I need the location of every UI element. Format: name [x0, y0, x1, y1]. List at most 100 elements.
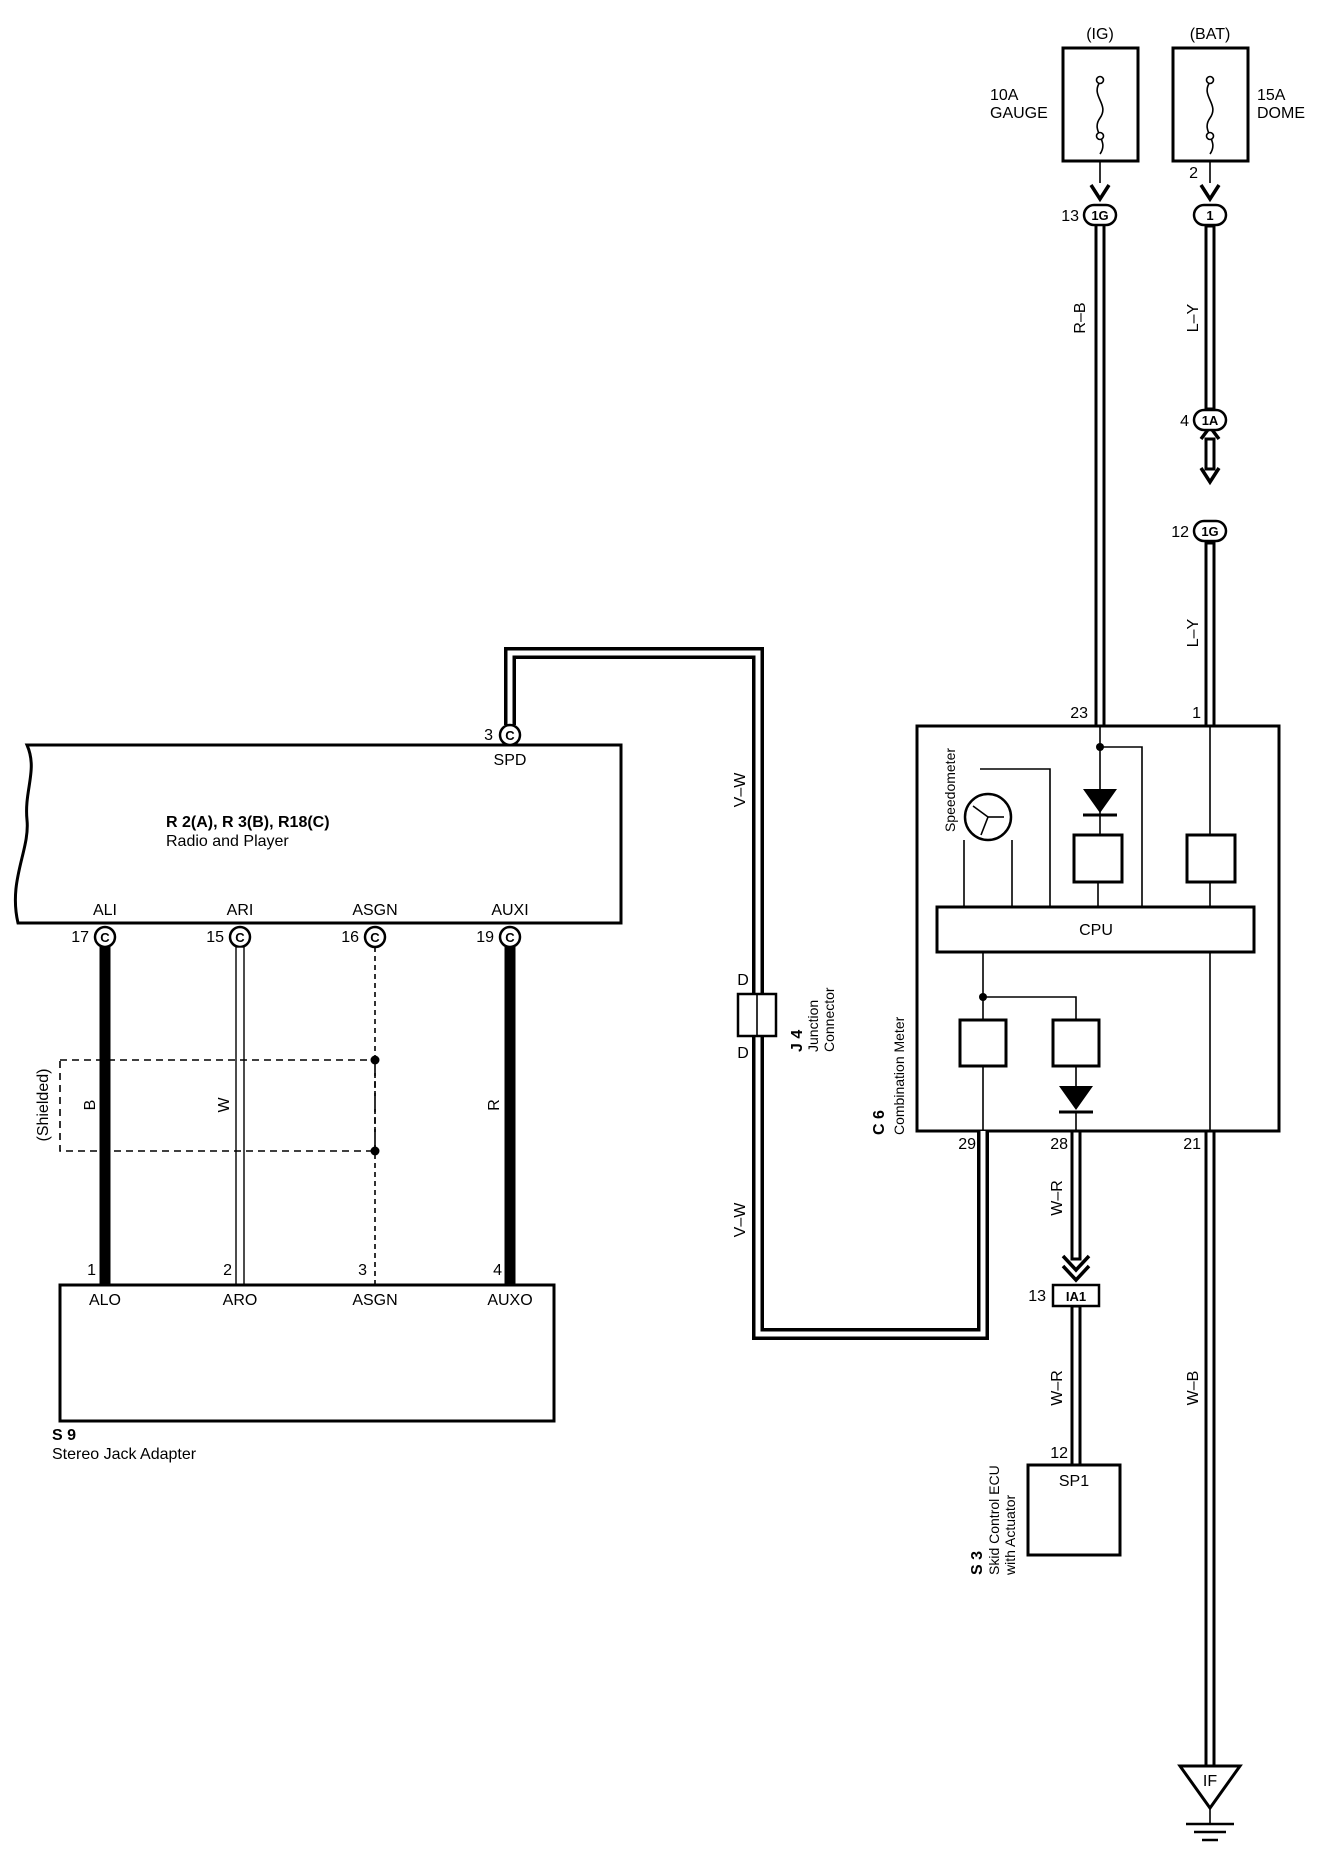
skid-code: S 3	[969, 1551, 986, 1575]
junction-line2: Connector	[821, 987, 837, 1052]
radio-pin-number-ali: 17	[71, 929, 89, 946]
shielded-label: (Shielded)	[35, 1069, 52, 1142]
wire-bat-ly: L–Y L–Y	[1185, 161, 1221, 728]
radio-pin-label-asgn: ASGN	[352, 902, 397, 919]
skid-pin-label: SP1	[1059, 1473, 1089, 1490]
adapter-pin-number-4: 4	[493, 1262, 502, 1279]
wire-color-vw1: V–W	[732, 772, 749, 808]
connector-ia1-id: IA1	[1066, 1289, 1086, 1304]
meter-pin-spd: 29	[958, 1136, 976, 1153]
wire-color-vw2: V–W	[732, 1202, 749, 1238]
ground-symbol: IF	[1177, 1764, 1243, 1842]
meter-cpu-label: CPU	[1079, 922, 1113, 939]
radio-pin-label-ari: ARI	[227, 902, 254, 919]
radio-pin-conn-ari: C	[235, 930, 245, 945]
adapter-pin-label-asgn: ASGN	[352, 1292, 397, 1309]
wire-color-out1: W–R	[1049, 1180, 1066, 1216]
connector-ig-top-pin: 13	[1061, 208, 1079, 225]
adapter-pin-number-2: 2	[223, 1262, 232, 1279]
radio-name: Radio and Player	[166, 833, 289, 850]
connector-bat-low: 1G 12	[1171, 519, 1228, 543]
radio-spd-pin: 3	[484, 727, 493, 744]
radio-pin-conn-auxi: C	[505, 930, 515, 945]
radio-spd-label: SPD	[494, 752, 527, 769]
adapter-pin-label-aro: ARO	[223, 1292, 258, 1309]
radio-pin-number-ari: 15	[206, 929, 224, 946]
wire-output-wr: W–R W–R	[1049, 1129, 1091, 1467]
connector-ig-top: 1G 13	[1061, 203, 1118, 227]
wire-color-r: R	[486, 1099, 503, 1111]
junction-line1: Junction	[805, 1000, 821, 1052]
wire-color-bat1: L–Y	[1185, 303, 1202, 332]
fuse-gauge-supply: (IG)	[1086, 26, 1114, 43]
wire-color-gnd: W–B	[1185, 1371, 1202, 1406]
fuse-gauge-rating: 10A	[990, 87, 1019, 104]
radio-terminal-ali: ALI C 17	[71, 902, 117, 949]
connector-ig-top-id: 1G	[1091, 208, 1108, 223]
connector-bat-top-id: 1	[1206, 208, 1213, 223]
radio-spd-terminal: C 3	[484, 723, 522, 747]
connector-bat-low-id: 1G	[1201, 524, 1218, 539]
meter-name: Combination Meter	[891, 1016, 907, 1135]
stereo-jack-adapter: 1 2 3 4 ALO ARO ASGN AUXO S 9 Stereo Jac…	[52, 1262, 556, 1463]
wire-color-b: B	[82, 1100, 99, 1111]
meter-pin-out: 28	[1050, 1136, 1068, 1153]
adapter-pin-label-auxo: AUXO	[487, 1292, 532, 1309]
junction-connector: D D J 4 Junction Connector	[736, 972, 837, 1062]
fuse-gauge: (IG) 10A GAUGE	[990, 26, 1140, 163]
skid-pin-number: 12	[1050, 1445, 1068, 1462]
combination-meter: 23 1 Speedometer CPU	[871, 705, 1281, 1153]
meter-pin-bat: 1	[1192, 705, 1201, 722]
junction-pin-top: D	[737, 972, 749, 989]
skid-control-ecu: SP1 12 S 3 Skid Control ECU with Actuato…	[969, 1445, 1122, 1576]
radio-pin-label-ali: ALI	[93, 902, 117, 919]
radio-player: R 2(A), R 3(B), R18(C) Radio and Player …	[13, 743, 623, 925]
wire-color-w: W	[216, 1097, 233, 1113]
connector-bat-mid-pin: 4	[1180, 413, 1189, 430]
adapter-pin-number-3: 3	[358, 1262, 367, 1279]
fuse-dome: (BAT) 15A DOME	[1171, 26, 1305, 163]
meter-pin-ig: 23	[1070, 705, 1088, 722]
skid-line2: with Actuator	[1002, 1495, 1018, 1576]
audio-wires: (Shielded) B W R	[35, 946, 516, 1286]
connector-ia1: IA1 13	[1028, 1283, 1101, 1308]
connector-ia1-pin: 13	[1028, 1288, 1046, 1305]
radio-terminal-asgn: ASGN C 16	[341, 902, 398, 949]
wire-w	[235, 946, 245, 1286]
junction-code: J 4	[789, 1030, 806, 1052]
radio-terminal-ari: ARI C 15	[206, 902, 254, 949]
fuse-dome-rating: 15A	[1257, 87, 1286, 104]
adapter-name: Stereo Jack Adapter	[52, 1446, 197, 1463]
wire-color-bat2: L–Y	[1185, 618, 1202, 647]
ground-label: IF	[1203, 1773, 1217, 1790]
adapter-pin-label-alo: ALO	[89, 1292, 121, 1309]
speedometer-gauge: Speedometer	[942, 748, 1051, 907]
radio-pin-number-auxi: 19	[476, 929, 494, 946]
connector-bat-mid-id: 1A	[1202, 413, 1219, 428]
radio-pin-number-asgn: 16	[341, 929, 359, 946]
radio-pin-conn-asgn: C	[370, 930, 380, 945]
meter-pin-gnd: 21	[1183, 1136, 1201, 1153]
wire-ground-wb: W–B	[1185, 1129, 1216, 1768]
fuse-dome-supply: (BAT)	[1190, 26, 1231, 43]
meter-code: C 6	[871, 1110, 888, 1135]
wire-ig-rb: R–B	[1072, 161, 1111, 728]
radio-pin-label-auxi: AUXI	[491, 902, 528, 919]
fuse-gauge-name: GAUGE	[990, 105, 1048, 122]
adapter-code: S 9	[52, 1427, 76, 1444]
connector-bat-low-pin: 12	[1171, 524, 1189, 541]
radio-pin-conn-ali: C	[100, 930, 110, 945]
wire-color-out2: W–R	[1049, 1370, 1066, 1406]
wire-color-ig: R–B	[1072, 302, 1089, 333]
fuse-dome-name: DOME	[1257, 105, 1305, 122]
radio-codes: R 2(A), R 3(B), R18(C)	[166, 814, 330, 831]
adapter-pin-number-1: 1	[87, 1262, 96, 1279]
skid-line1: Skid Control ECU	[986, 1465, 1002, 1575]
junction-pin-bottom: D	[737, 1045, 749, 1062]
radio-spd-conn: C	[505, 728, 515, 743]
connector-bat-top-pin: 2	[1189, 165, 1198, 182]
connector-bat-top: 1 2	[1189, 165, 1228, 227]
speedometer-label: Speedometer	[942, 748, 958, 832]
connector-bat-mid: 1A 4	[1180, 408, 1228, 432]
